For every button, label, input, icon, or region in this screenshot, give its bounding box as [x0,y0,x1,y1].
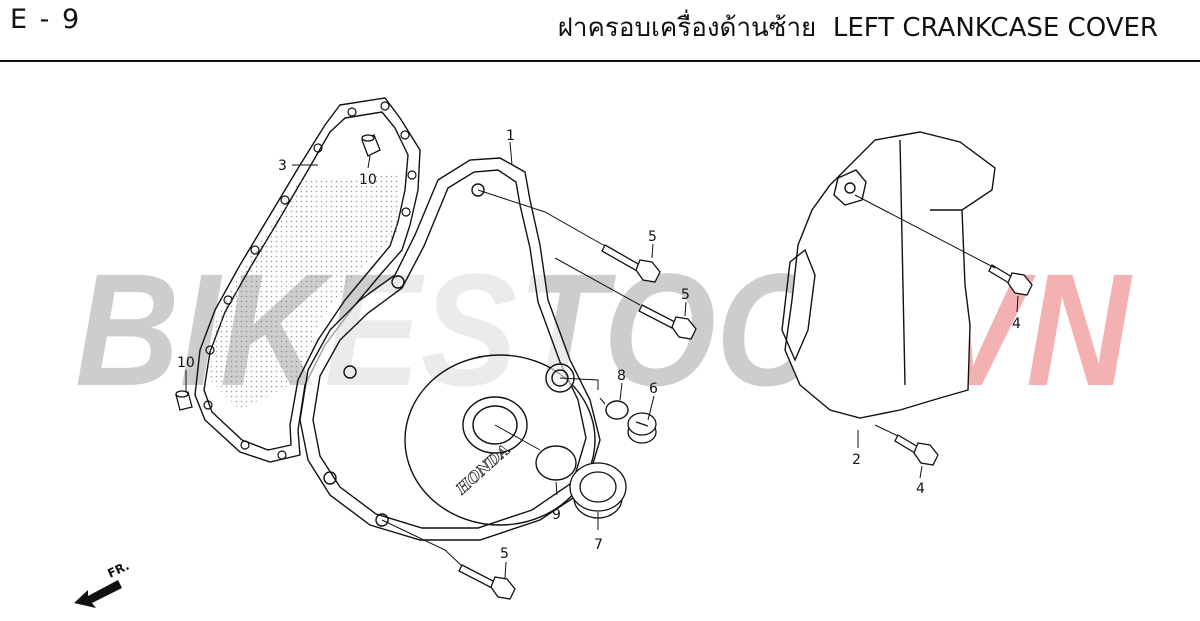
o-ring-9 [535,445,577,481]
gasket [194,97,421,463]
bolt-4-upper [988,264,1033,296]
header: E - 9 ฝาครอบเครื่องด้านซ้าย LEFT CRANKCA… [0,0,1200,62]
front-arrow-icon [74,580,122,608]
callout-3: 3 [278,158,287,174]
callout-10-upper: 10 [359,172,377,188]
bolt-4-lower [894,434,939,466]
callout-10-lower: 10 [177,355,195,371]
front-arrow: FR. [74,559,131,608]
callout-1: 1 [506,128,515,144]
bolt-5-middle [638,304,697,340]
callouts: 1 2 3 4 4 5 5 5 6 7 8 9 10 10 [177,128,1021,562]
callout-9: 9 [552,507,561,523]
title-thai: ฝาครอบเครื่องด้านซ้าย [557,13,817,43]
cover-outline [299,157,601,541]
cap-6 [627,412,657,444]
alternator-dome [404,354,596,526]
callout-2: 2 [852,452,861,468]
gasket-outline [194,97,421,463]
page-code: E - 9 [10,4,82,35]
sprocket-cover-window [781,248,816,362]
callout-4-lower: 4 [916,481,925,497]
sprocket-cover-outline [784,131,996,419]
bolt-5-upper [601,244,661,283]
dowel-pin-upper [361,134,381,157]
cover-rim [312,169,587,529]
bolt-5-lower [458,564,516,600]
callout-4-upper: 4 [1012,316,1021,332]
callout-5-upper: 5 [648,229,657,245]
callout-8: 8 [617,368,626,384]
callout-7: 7 [594,537,603,553]
front-arrow-label: FR. [105,559,131,581]
sprocket-cover [781,131,996,419]
callout-6: 6 [649,381,658,397]
leader-lines [185,141,1019,579]
page-title: ฝาครอบเครื่องด้านซ้าย LEFT CRANKCASE COV… [558,7,1158,48]
o-ring-8 [605,400,629,420]
title-english: LEFT CRANKCASE COVER [832,13,1158,43]
callout-5-middle: 5 [681,287,690,303]
dowel-pin-lower [175,390,193,411]
cap-7 [569,462,627,519]
header-rule [0,60,1200,62]
callout-5-lower: 5 [500,546,509,562]
gasket-stipple [210,175,400,410]
